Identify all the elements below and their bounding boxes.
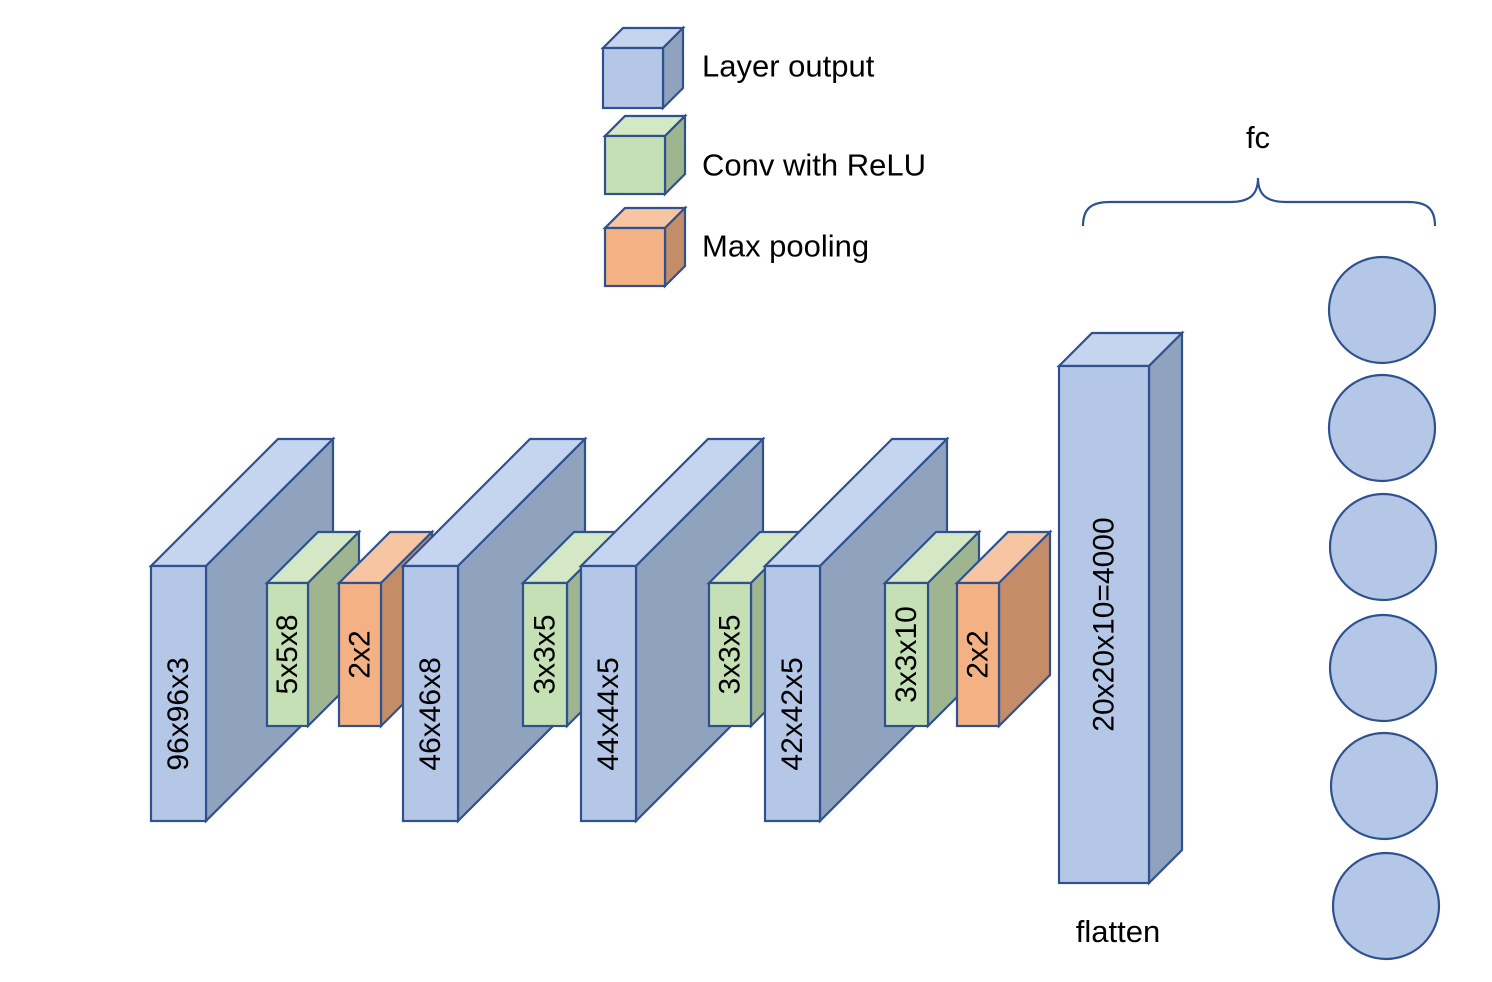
fc-neuron-1 bbox=[1327, 255, 1437, 365]
legend-max-pooling-swatch bbox=[602, 205, 688, 289]
block-3-max-pooling-front-face bbox=[337, 581, 383, 728]
legend-layer-output-swatch-front-face bbox=[601, 46, 665, 110]
fc-neuron-5 bbox=[1329, 731, 1439, 841]
legend-conv-relu-item: Conv with ReLU bbox=[602, 113, 926, 197]
block-8-layer-output-front-face bbox=[763, 564, 822, 823]
legend-conv-relu-label: Conv with ReLU bbox=[702, 148, 926, 183]
block-5-conv-relu-front-face bbox=[521, 581, 569, 728]
legend-max-pooling-swatch-front-face bbox=[603, 226, 667, 288]
fc-neuron-6 bbox=[1331, 851, 1441, 961]
fc-neuron-2 bbox=[1327, 373, 1437, 483]
legend-conv-relu-swatch bbox=[602, 113, 688, 197]
legend-max-pooling-item: Max pooling bbox=[602, 205, 869, 289]
fc-neuron-4 bbox=[1328, 613, 1438, 723]
block-10-max-pooling-front-face bbox=[955, 581, 1001, 728]
block-9-conv-relu-label: 3x3x10 bbox=[890, 606, 923, 703]
legend-layer-output-item: Layer output bbox=[600, 25, 875, 111]
block-6-layer-output-front-face bbox=[579, 564, 638, 823]
block-10-max-pooling-label: 2x2 bbox=[962, 630, 995, 678]
fc-neuron-3 bbox=[1328, 492, 1438, 602]
block-1-layer-output-label: 96x96x3 bbox=[162, 657, 195, 770]
network-blocks: 96x96x3 5x5x8 2x2 46x46x8 3x3x5 44x44x5 3x3x5 4… bbox=[148, 330, 1185, 886]
block-11-layer-output: 20x20x10=4000 bbox=[1056, 330, 1185, 886]
fc-label: fc bbox=[1246, 120, 1270, 155]
block-1-layer-output-front-face bbox=[149, 564, 208, 823]
flatten-label: flatten bbox=[1076, 914, 1160, 949]
legend-layer-output-swatch bbox=[600, 25, 686, 111]
block-7-conv-relu-label: 3x3x5 bbox=[714, 614, 747, 694]
block-8-layer-output-label: 42x42x5 bbox=[776, 657, 809, 770]
block-4-layer-output-front-face bbox=[401, 564, 460, 823]
block-4-layer-output-label: 46x46x8 bbox=[414, 657, 447, 770]
block-3-max-pooling-label: 2x2 bbox=[344, 630, 377, 678]
block-7-conv-relu-front-face bbox=[707, 581, 753, 728]
block-11-layer-output-side-face bbox=[1147, 330, 1184, 886]
legend-conv-relu-swatch-front-face bbox=[603, 134, 667, 196]
block-11-layer-output-label: 20x20x10=4000 bbox=[1088, 517, 1121, 731]
block-10-max-pooling: 2x2 bbox=[954, 529, 1053, 729]
fc-neurons bbox=[1327, 255, 1441, 961]
fc-brace bbox=[1081, 177, 1437, 227]
block-11-layer-output-front-face bbox=[1057, 364, 1151, 885]
block-2-conv-relu-front-face bbox=[265, 581, 310, 728]
legend-max-pooling-label: Max pooling bbox=[702, 229, 869, 264]
block-6-layer-output-label: 44x44x5 bbox=[592, 657, 625, 770]
block-9-conv-relu: 3x3x10 bbox=[882, 529, 982, 729]
fc-group: fc bbox=[1081, 120, 1441, 961]
block-2-conv-relu-label: 5x5x8 bbox=[271, 614, 304, 694]
block-9-conv-relu-front-face bbox=[883, 581, 930, 728]
legend-layer-output-label: Layer output bbox=[702, 49, 875, 84]
block-5-conv-relu-label: 3x3x5 bbox=[529, 614, 562, 694]
